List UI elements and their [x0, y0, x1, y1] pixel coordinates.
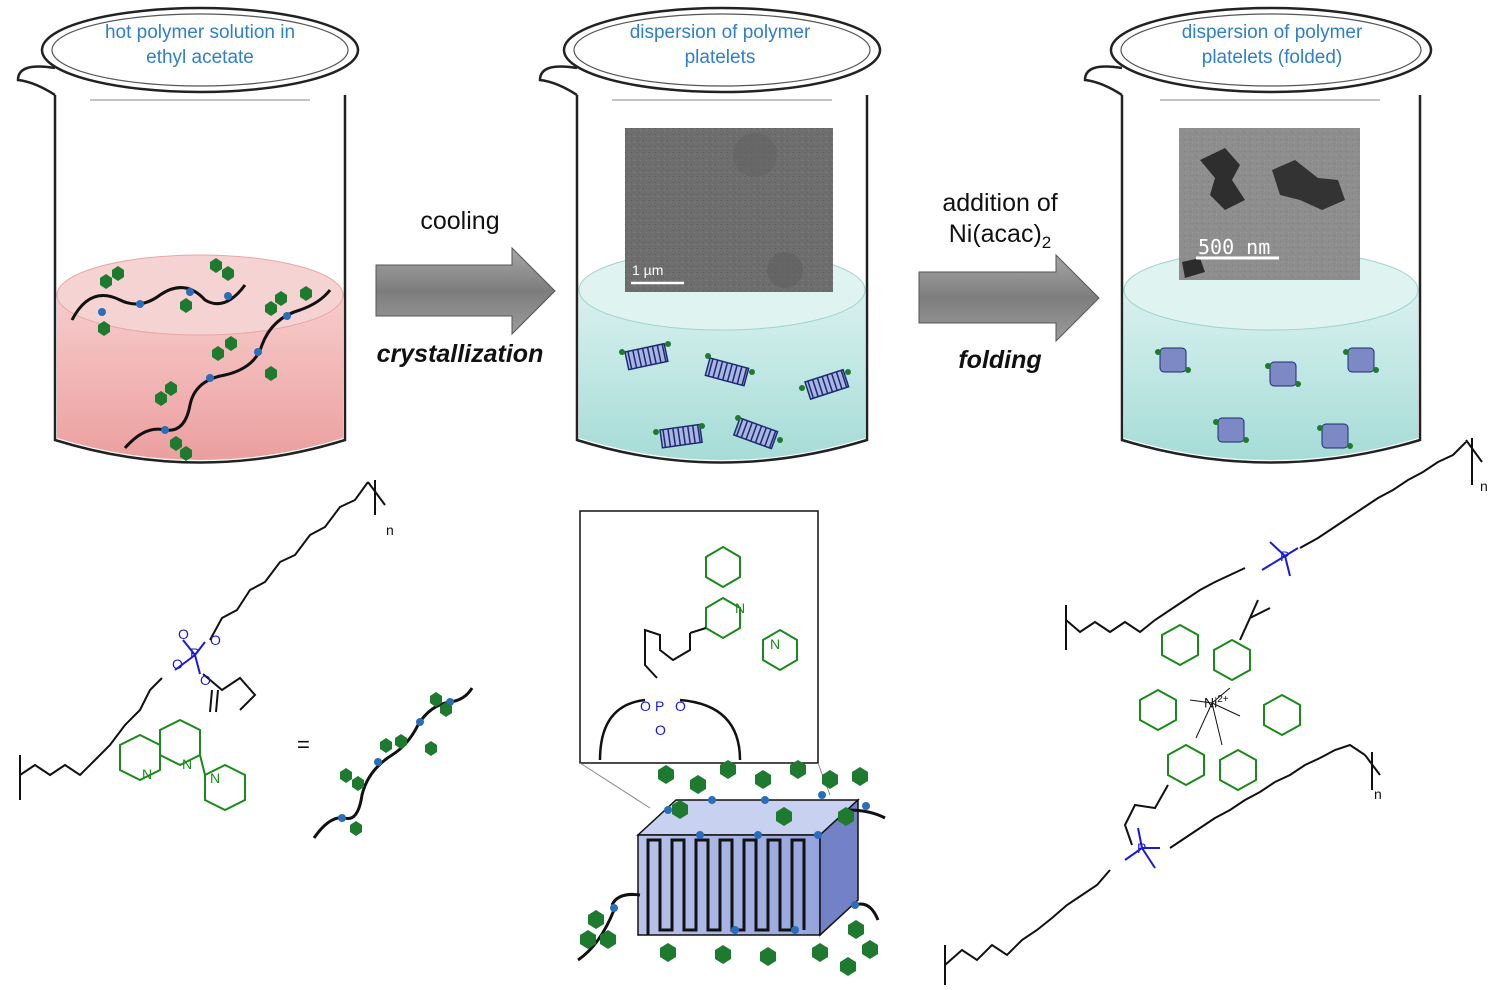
chain-cartoon	[312, 687, 474, 839]
beaker-1-spout	[16, 65, 56, 97]
terpyridine-upper	[1161, 623, 1301, 737]
step-2-above-line2: Ni(acac)2	[920, 219, 1080, 258]
beaker-2-caption: dispersion of polymer platelets	[600, 20, 840, 70]
beaker-1-caption-line1: hot polymer solution in	[104, 22, 296, 43]
beaker-3-spout	[1083, 65, 1123, 97]
beaker-3-folded-particles	[1159, 347, 1375, 449]
backbone-upper	[209, 481, 369, 641]
nickel-charge: 2+	[1217, 694, 1229, 705]
folding-arrow	[918, 253, 1100, 343]
beaker-2-caption-line2: platelets	[684, 47, 756, 68]
repeat-n-left: n	[386, 522, 394, 538]
zoom-box	[579, 510, 819, 764]
oxygen-left-2: O	[210, 632, 221, 648]
beaker-1-chain-1	[70, 284, 247, 321]
nitrogen-left-3: N	[210, 770, 221, 786]
nitrogen-inset-1: N	[735, 600, 746, 616]
nitrogen-left-2: N	[182, 756, 193, 772]
beaker-2-spout	[538, 65, 578, 97]
nitrogen-left-1: N	[142, 766, 153, 782]
step-2-above-line1: addition of	[942, 189, 1058, 217]
repeat-n-right-2: n	[1374, 786, 1382, 802]
beaker-1	[16, 6, 360, 464]
micrograph-platelets	[625, 128, 833, 292]
step-2-above: addition of Ni(acac)2	[920, 188, 1080, 258]
nitrogen-inset-2: N	[770, 636, 781, 652]
beaker-2-rim	[562, 6, 882, 94]
beaker-2	[538, 6, 882, 464]
oxygen-inset-3: O	[655, 722, 666, 738]
scale-label-1um: 1 µm	[632, 262, 664, 278]
zoom-inset	[579, 510, 831, 809]
nickel-complex	[944, 438, 1483, 985]
monomer-structure	[19, 480, 386, 812]
oxygen-inset-1: O	[640, 698, 651, 714]
beaker-3-caption-line2: platelets (folded)	[1201, 47, 1343, 68]
terpyridine-lower	[1139, 688, 1257, 792]
beaker-1-rim	[40, 6, 360, 94]
terpyridine-inset	[705, 545, 798, 672]
phosphorus-right-1: P	[1280, 548, 1290, 564]
nickel-symbol: Ni	[1204, 694, 1218, 711]
nickel-center: Ni2+	[1204, 694, 1229, 711]
oxygen-left-1: O	[178, 626, 189, 642]
equals-sign: =	[297, 732, 310, 757]
beaker-3-body	[1120, 95, 1422, 464]
repeat-n-right-1: n	[1480, 478, 1488, 494]
phosphorus-inset: P	[655, 698, 665, 714]
beaker-1-body	[53, 95, 347, 464]
platelet-block	[577, 760, 886, 976]
nickel-reagent-subscript: 2	[1041, 233, 1052, 252]
oxygen-inset-2: O	[675, 698, 686, 714]
micrograph-folded	[1179, 128, 1360, 280]
phosphorus-right-2: P	[1137, 840, 1147, 856]
beaker-3-rim	[1109, 6, 1433, 94]
step-2-below: folding	[958, 346, 1042, 374]
terpyridine-left	[119, 718, 246, 812]
phosphorus-left: P	[190, 645, 200, 661]
oxygen-left-4: O	[200, 672, 211, 688]
oxygen-left-3: O	[172, 656, 183, 672]
beaker-2-caption-line1: dispersion of polymer	[629, 22, 811, 43]
beaker-2-body	[575, 95, 869, 464]
step-1-above: cooling	[420, 207, 500, 235]
beaker-2-platelets	[624, 342, 850, 450]
beaker-3-caption-line1: dispersion of polymer	[1181, 22, 1363, 43]
backbone-left	[19, 677, 163, 777]
beaker-1-caption-line2: ethyl acetate	[146, 47, 254, 68]
beaker-1-liquid	[57, 295, 343, 460]
cooling-arrow	[375, 246, 556, 336]
beaker-1-caption: hot polymer solution in ethyl acetate	[80, 20, 320, 70]
nickel-reagent-label: Ni(acac)	[948, 220, 1042, 248]
beaker-3-caption: dispersion of polymer platelets (folded)	[1152, 20, 1392, 70]
step-1-below: crystallization	[376, 340, 544, 368]
beaker-3	[1083, 6, 1433, 464]
scale-label-500nm: 500 nm	[1198, 235, 1271, 259]
beaker-1-pendants	[98, 258, 312, 461]
